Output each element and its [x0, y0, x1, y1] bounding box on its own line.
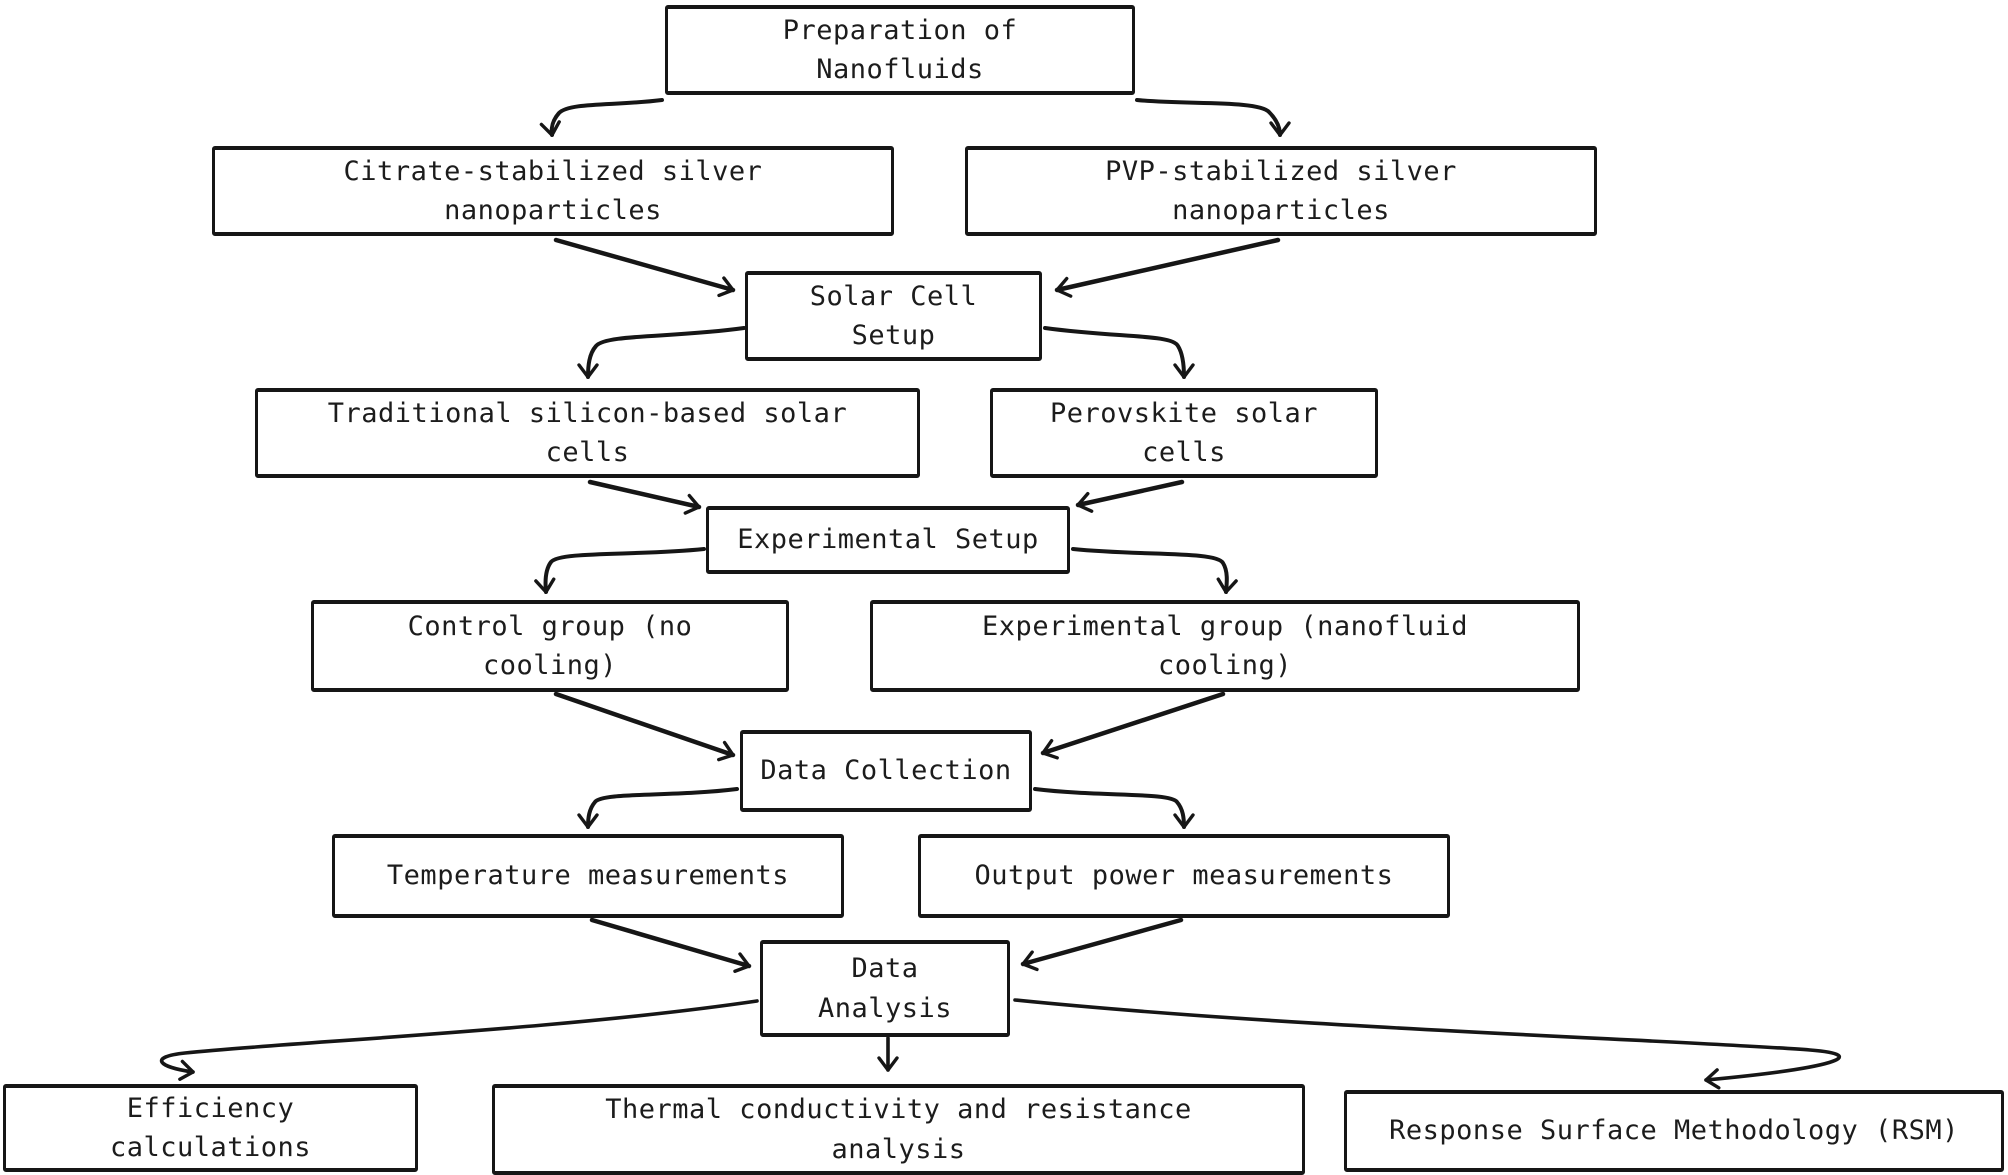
arrow-datacollection-outputpower — [1033, 787, 1195, 829]
node-efficiency: Efficiency calculations — [3, 1084, 418, 1172]
node-experimental-setup: Experimental Setup — [706, 506, 1070, 574]
arrow-preparation-citrate — [539, 98, 664, 137]
arrow-solar-traditional — [577, 326, 746, 379]
node-pvp: PVP-stabilized silver nanoparticles — [965, 146, 1597, 236]
arrow-pvp-solar — [1054, 237, 1281, 298]
arrow-preparation-pvp — [1135, 98, 1291, 137]
arrow-control-datacollection — [553, 691, 736, 762]
node-thermal: Thermal conductivity and resistance anal… — [492, 1084, 1305, 1175]
arrow-perovskite-expsetup — [1075, 479, 1185, 513]
arrow-analysis-efficiency — [159, 999, 759, 1081]
arrow-expgroup-datacollection — [1040, 691, 1226, 760]
arrow-solar-perovskite — [1043, 326, 1195, 379]
arrow-temperature-analysis — [589, 917, 752, 973]
node-experimental-group: Experimental group (nanofluid cooling) — [870, 600, 1580, 692]
node-control-group: Control group (no cooling) — [311, 600, 789, 692]
node-traditional: Traditional silicon-based solar cells — [255, 388, 920, 478]
node-rsm: Response Surface Methodology (RSM) — [1344, 1090, 2004, 1172]
node-data-analysis: Data Analysis — [760, 940, 1010, 1037]
arrow-citrate-solar — [553, 237, 736, 298]
node-temperature: Temperature measurements — [332, 834, 844, 918]
node-output-power: Output power measurements — [918, 834, 1450, 918]
arrow-traditional-expsetup — [587, 479, 702, 515]
arrow-expsetup-control — [534, 547, 706, 594]
arrow-expsetup-expgroup — [1071, 547, 1238, 594]
node-solar-setup: Solar Cell Setup — [745, 271, 1042, 361]
node-citrate: Citrate-stabilized silver nanoparticles — [212, 146, 894, 236]
node-data-collection: Data Collection — [740, 730, 1032, 812]
arrow-datacollection-temperature — [577, 787, 739, 829]
arrow-outputpower-analysis — [1020, 917, 1184, 972]
node-perovskite: Perovskite solar cells — [990, 388, 1378, 478]
node-preparation: Preparation of Nanofluids — [665, 5, 1135, 95]
arrow-analysis-rsm — [1013, 998, 1842, 1090]
